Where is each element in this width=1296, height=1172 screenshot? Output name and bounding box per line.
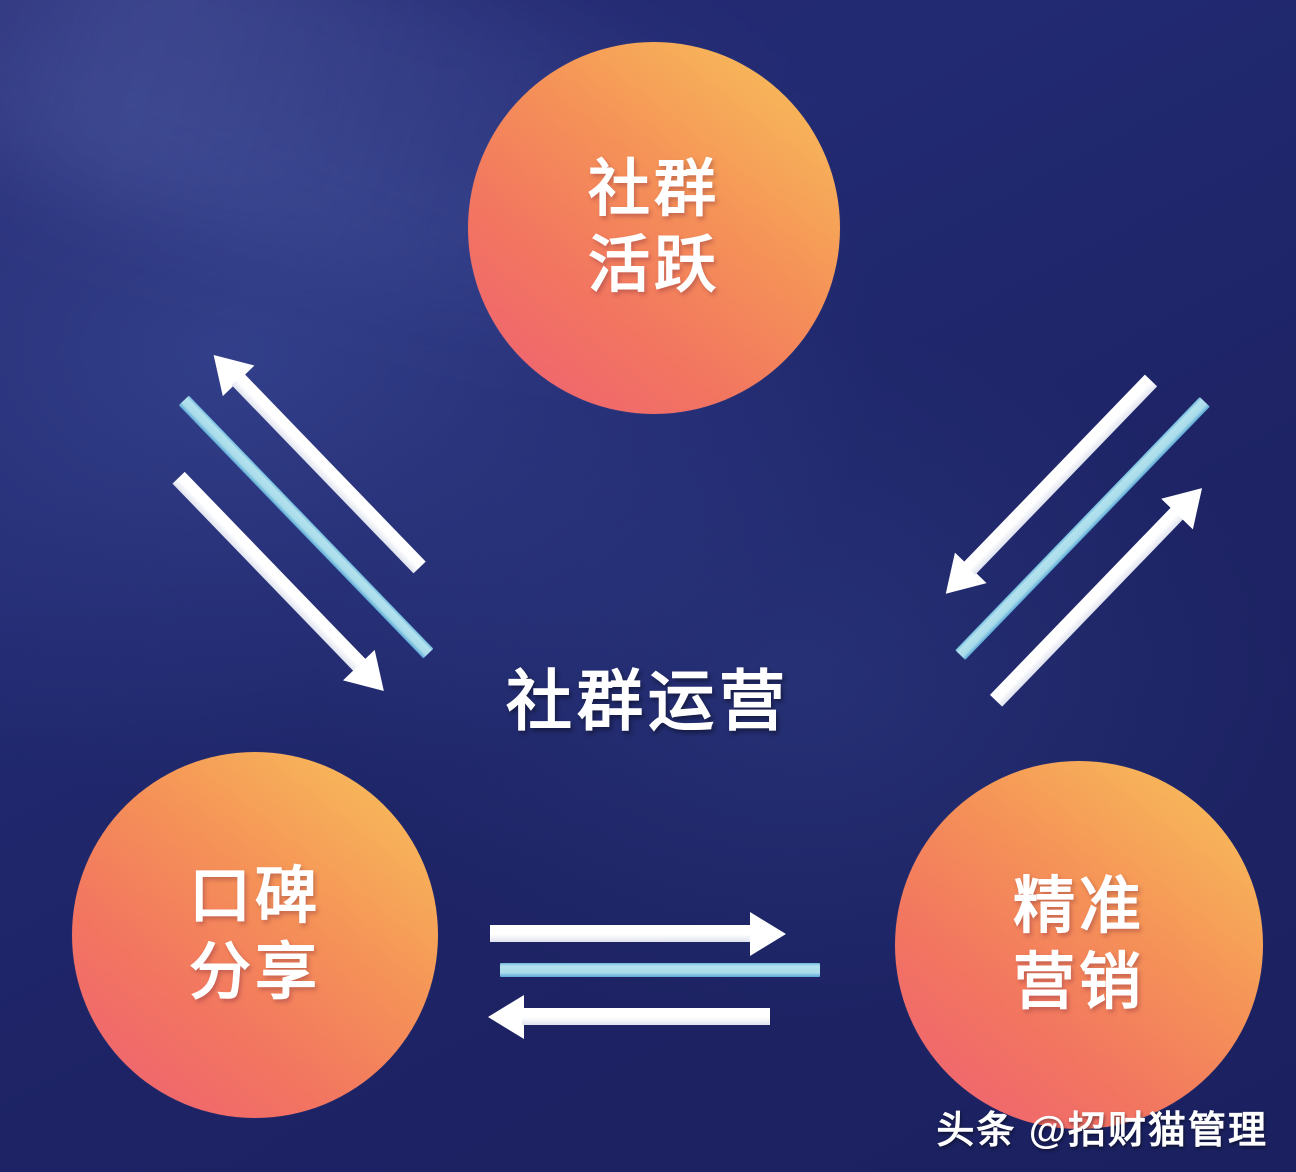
arrow-left-to-top-inbound [172, 316, 537, 707]
diagram-center-label: 社群运营 [506, 664, 790, 738]
node-precision-marketing[interactable]: 精准 营销 [895, 761, 1263, 1129]
connector-top-to-right [790, 374, 1218, 707]
node-community-active-line1: 社群 [587, 155, 720, 225]
node-precision-marketing-line2: 营销 [1012, 948, 1145, 1017]
node-precision-marketing-line1: 精准 [1012, 872, 1145, 942]
node-word-of-mouth-line1: 口碑 [188, 862, 321, 932]
arrow-top-to-right-outbound [853, 316, 1218, 707]
node-word-of-mouth[interactable]: 口碑 分享 [72, 752, 438, 1118]
accent-bar-bottom [500, 963, 820, 977]
connector-left-to-right [470, 895, 830, 1045]
node-word-of-mouth-line2: 分享 [188, 938, 321, 1007]
arrow-right-to-top-inbound [853, 316, 1158, 618]
node-community-active[interactable]: 社群 活跃 [468, 42, 840, 414]
connector-top-to-left [172, 339, 600, 707]
node-community-active-line2: 活跃 [587, 231, 720, 300]
arrow-top-to-left-outbound [197, 316, 537, 618]
watermark-text: 头条 @招财猫管理 [936, 1110, 1268, 1152]
